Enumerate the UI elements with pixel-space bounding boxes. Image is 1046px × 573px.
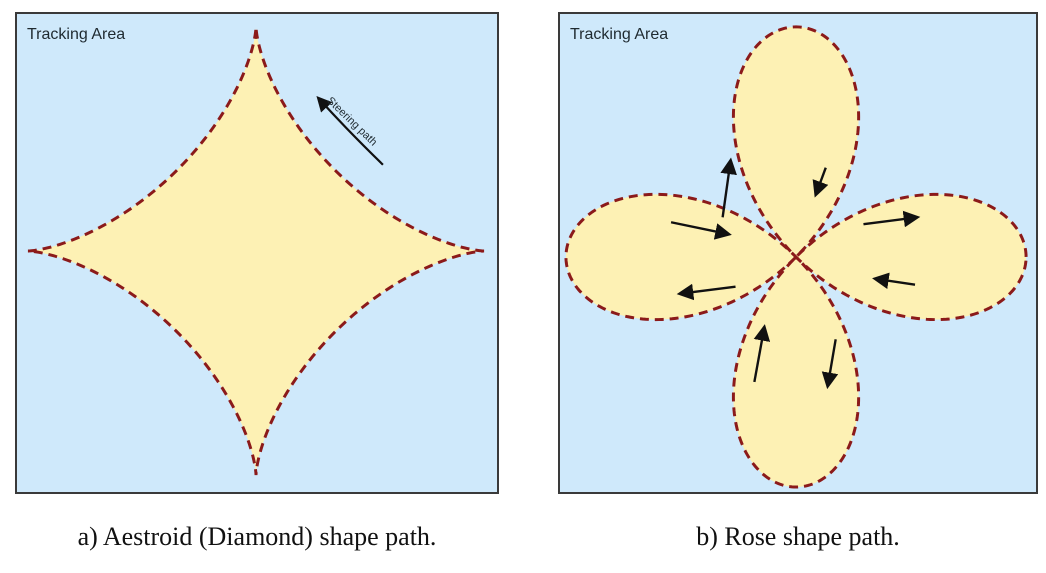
direction-arrow-3 [863, 210, 921, 228]
astroid-diagram: Steering path [27, 26, 485, 476]
direction-arrow-5 [821, 339, 839, 390]
steering-path-label: Steering path [324, 95, 379, 149]
direction-arrow-4 [872, 272, 916, 289]
rose-diagram [564, 25, 1028, 489]
astroid-shape [27, 26, 485, 476]
direction-arrow-7 [676, 283, 736, 301]
tracking-area-panel-a: Tracking Area Steering path [15, 12, 499, 494]
direction-arrow-6 [753, 324, 771, 383]
tracking-area-label: Tracking Area [570, 26, 669, 43]
steering-path-arrow [316, 96, 384, 166]
rose-direction-arrows [670, 157, 921, 390]
tracking-area-label: Tracking Area [27, 26, 126, 43]
caption-astroid: a) Aestroid (Diamond) shape path. [77, 522, 437, 551]
direction-arrow-2 [812, 167, 829, 198]
caption-rose: b) Rose shape path. [696, 522, 900, 551]
direction-arrow-1 [720, 157, 737, 218]
rose-shape [564, 25, 1028, 489]
rose-petals [564, 25, 1028, 489]
tracking-area-panel-b: Tracking Area [558, 12, 1038, 494]
direction-arrow-8 [670, 221, 732, 240]
